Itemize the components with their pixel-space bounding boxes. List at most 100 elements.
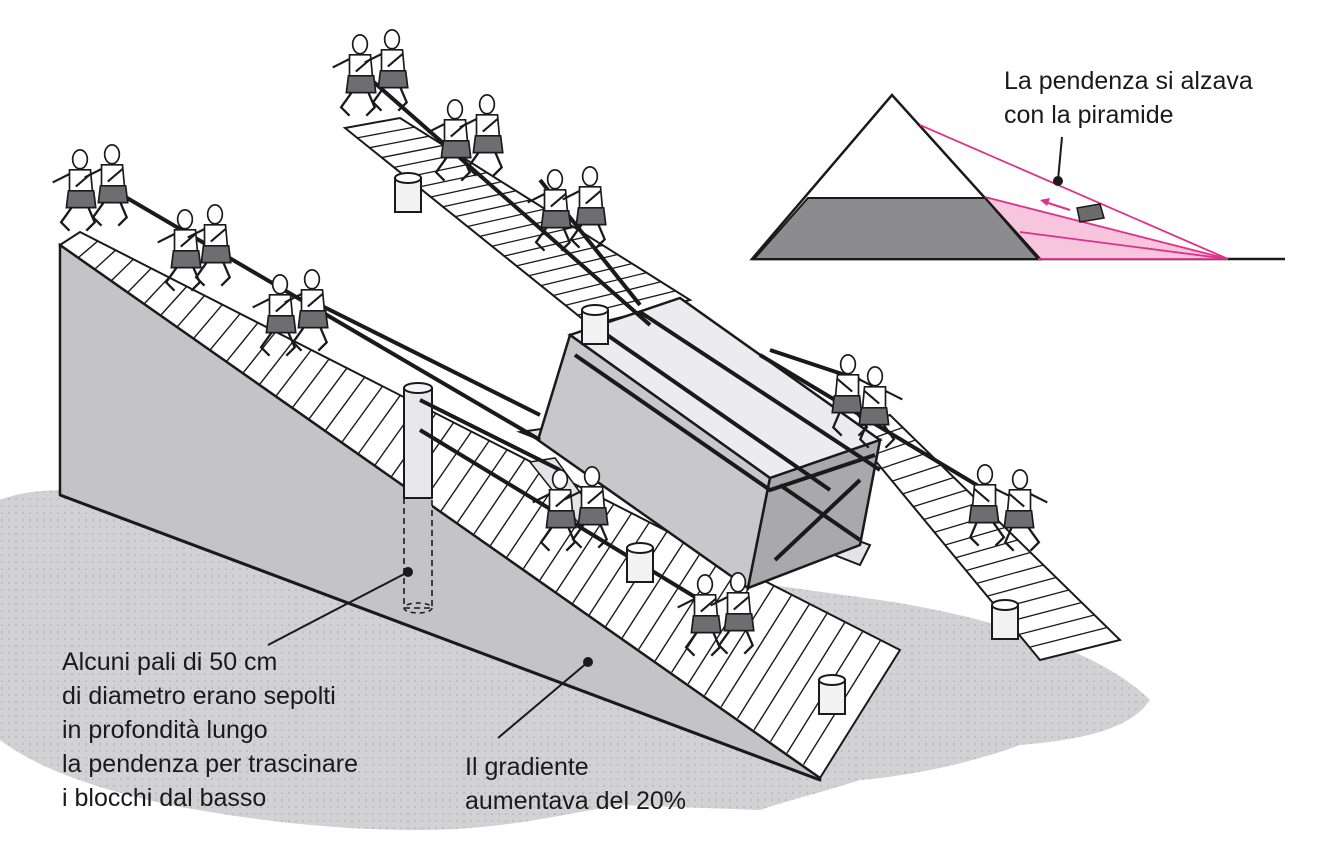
stair-step (442, 190, 517, 208)
worker-figure (187, 204, 232, 287)
stair-step (540, 262, 633, 287)
worker-figure (1003, 469, 1048, 552)
gradient-caption-line-1: Il gradiente (465, 753, 589, 781)
worker-figure (677, 574, 722, 657)
stair-step (226, 322, 259, 362)
stair-step (737, 604, 810, 719)
stair-step (242, 331, 277, 374)
gradient-leader-dot (583, 657, 593, 667)
upper-ramp-stairs (357, 126, 676, 316)
inset-leader-dot (1053, 176, 1063, 186)
stair-step (720, 595, 792, 708)
upper-ramp-surface (342, 116, 693, 327)
worker-figure (831, 354, 876, 437)
stair-step (78, 240, 99, 259)
worker-figure (52, 149, 97, 232)
stair-step (473, 458, 526, 535)
stair-step (341, 386, 383, 443)
stair-step (193, 304, 223, 339)
poles-caption: Alcuni pali di 50 cm di diametro erano s… (62, 645, 358, 815)
stair-step (944, 526, 1006, 546)
stair-step (638, 549, 703, 650)
inset-caption: La pendenza si alzava con la piramide (1004, 64, 1253, 132)
stair-step (489, 467, 543, 546)
main-ramp-stairs (78, 240, 881, 765)
stair-step (913, 489, 967, 508)
worker-figure (710, 572, 755, 655)
stair-step (259, 340, 294, 385)
water-barrels (394, 172, 1019, 715)
barrel-icon (991, 599, 1019, 640)
worker-figure (968, 464, 1013, 547)
stair-step (275, 349, 312, 397)
stair-step (1029, 626, 1108, 648)
stair-step (455, 199, 531, 218)
worker-figure (858, 366, 903, 449)
pyramid-inset (749, 93, 1285, 261)
stair-step (358, 395, 401, 454)
stair-step (143, 276, 170, 305)
stair-step (440, 440, 490, 512)
worker-figure (284, 269, 329, 352)
poles-caption-line-2: di diametro erano sepolti (62, 682, 336, 710)
worker-figure (84, 144, 129, 227)
stair-step (209, 313, 241, 351)
stair-step (588, 522, 650, 616)
stair-step (369, 135, 430, 149)
stair-step (516, 244, 604, 267)
barrel-icon (626, 542, 654, 583)
stair-step (308, 367, 348, 420)
stair-step (160, 286, 188, 316)
barrel-icon (394, 172, 422, 213)
stair-step (902, 476, 955, 495)
worker-figure (364, 29, 409, 112)
stair-step (769, 622, 846, 742)
stair-step (292, 358, 330, 408)
workers (52, 29, 1048, 657)
stair-step (965, 551, 1031, 572)
worker-figure (564, 466, 609, 549)
stair-step (621, 540, 686, 639)
inset-caption-line-2: con la piramide (1004, 101, 1174, 129)
worker-figure (427, 99, 472, 182)
arrow-icon (1040, 198, 1050, 206)
stair-step (504, 235, 589, 257)
poles-caption-line-5: i blocchi dal basso (62, 784, 267, 812)
stair-step (987, 576, 1057, 597)
stair-step (176, 295, 206, 328)
poles-caption-line-1: Alcuni pali di 50 cm (62, 648, 278, 676)
stair-step (94, 249, 117, 270)
stair-step (753, 613, 828, 731)
stair-step (110, 258, 134, 282)
stone-block (536, 296, 883, 591)
stair-step (357, 126, 415, 139)
leader-lines (267, 136, 1063, 739)
gradient-caption: Il gradiente aumentava del 20% (465, 750, 686, 818)
worker-figure (562, 166, 607, 249)
inset-block (1076, 203, 1105, 223)
stair-step (553, 272, 647, 297)
worker-figure (332, 34, 377, 117)
stair-step (976, 564, 1044, 584)
poles-caption-line-3: in profondità lungo (62, 716, 268, 744)
stair-step (1018, 614, 1095, 636)
stair-step (704, 586, 775, 696)
poles-caption-line-4: la pendenza per trascinare (62, 750, 359, 778)
buried-pole (403, 382, 433, 614)
pole-leader-dot (403, 567, 413, 577)
stair-step (467, 208, 546, 228)
stair-step (127, 267, 152, 293)
worker-figure (527, 169, 572, 252)
stair-step (1008, 601, 1082, 623)
inset-caption-line-1: La pendenza si alzava (1004, 67, 1253, 95)
stair-step (892, 464, 942, 482)
barrel-icon (818, 674, 846, 715)
gradient-caption-line-2: aumentava del 20% (465, 787, 686, 815)
worker-figure (459, 94, 504, 177)
barrel-icon (581, 304, 609, 345)
worker-figure (532, 469, 577, 552)
stair-step (572, 513, 632, 604)
stair-step (923, 501, 980, 521)
stair-step (325, 376, 366, 431)
